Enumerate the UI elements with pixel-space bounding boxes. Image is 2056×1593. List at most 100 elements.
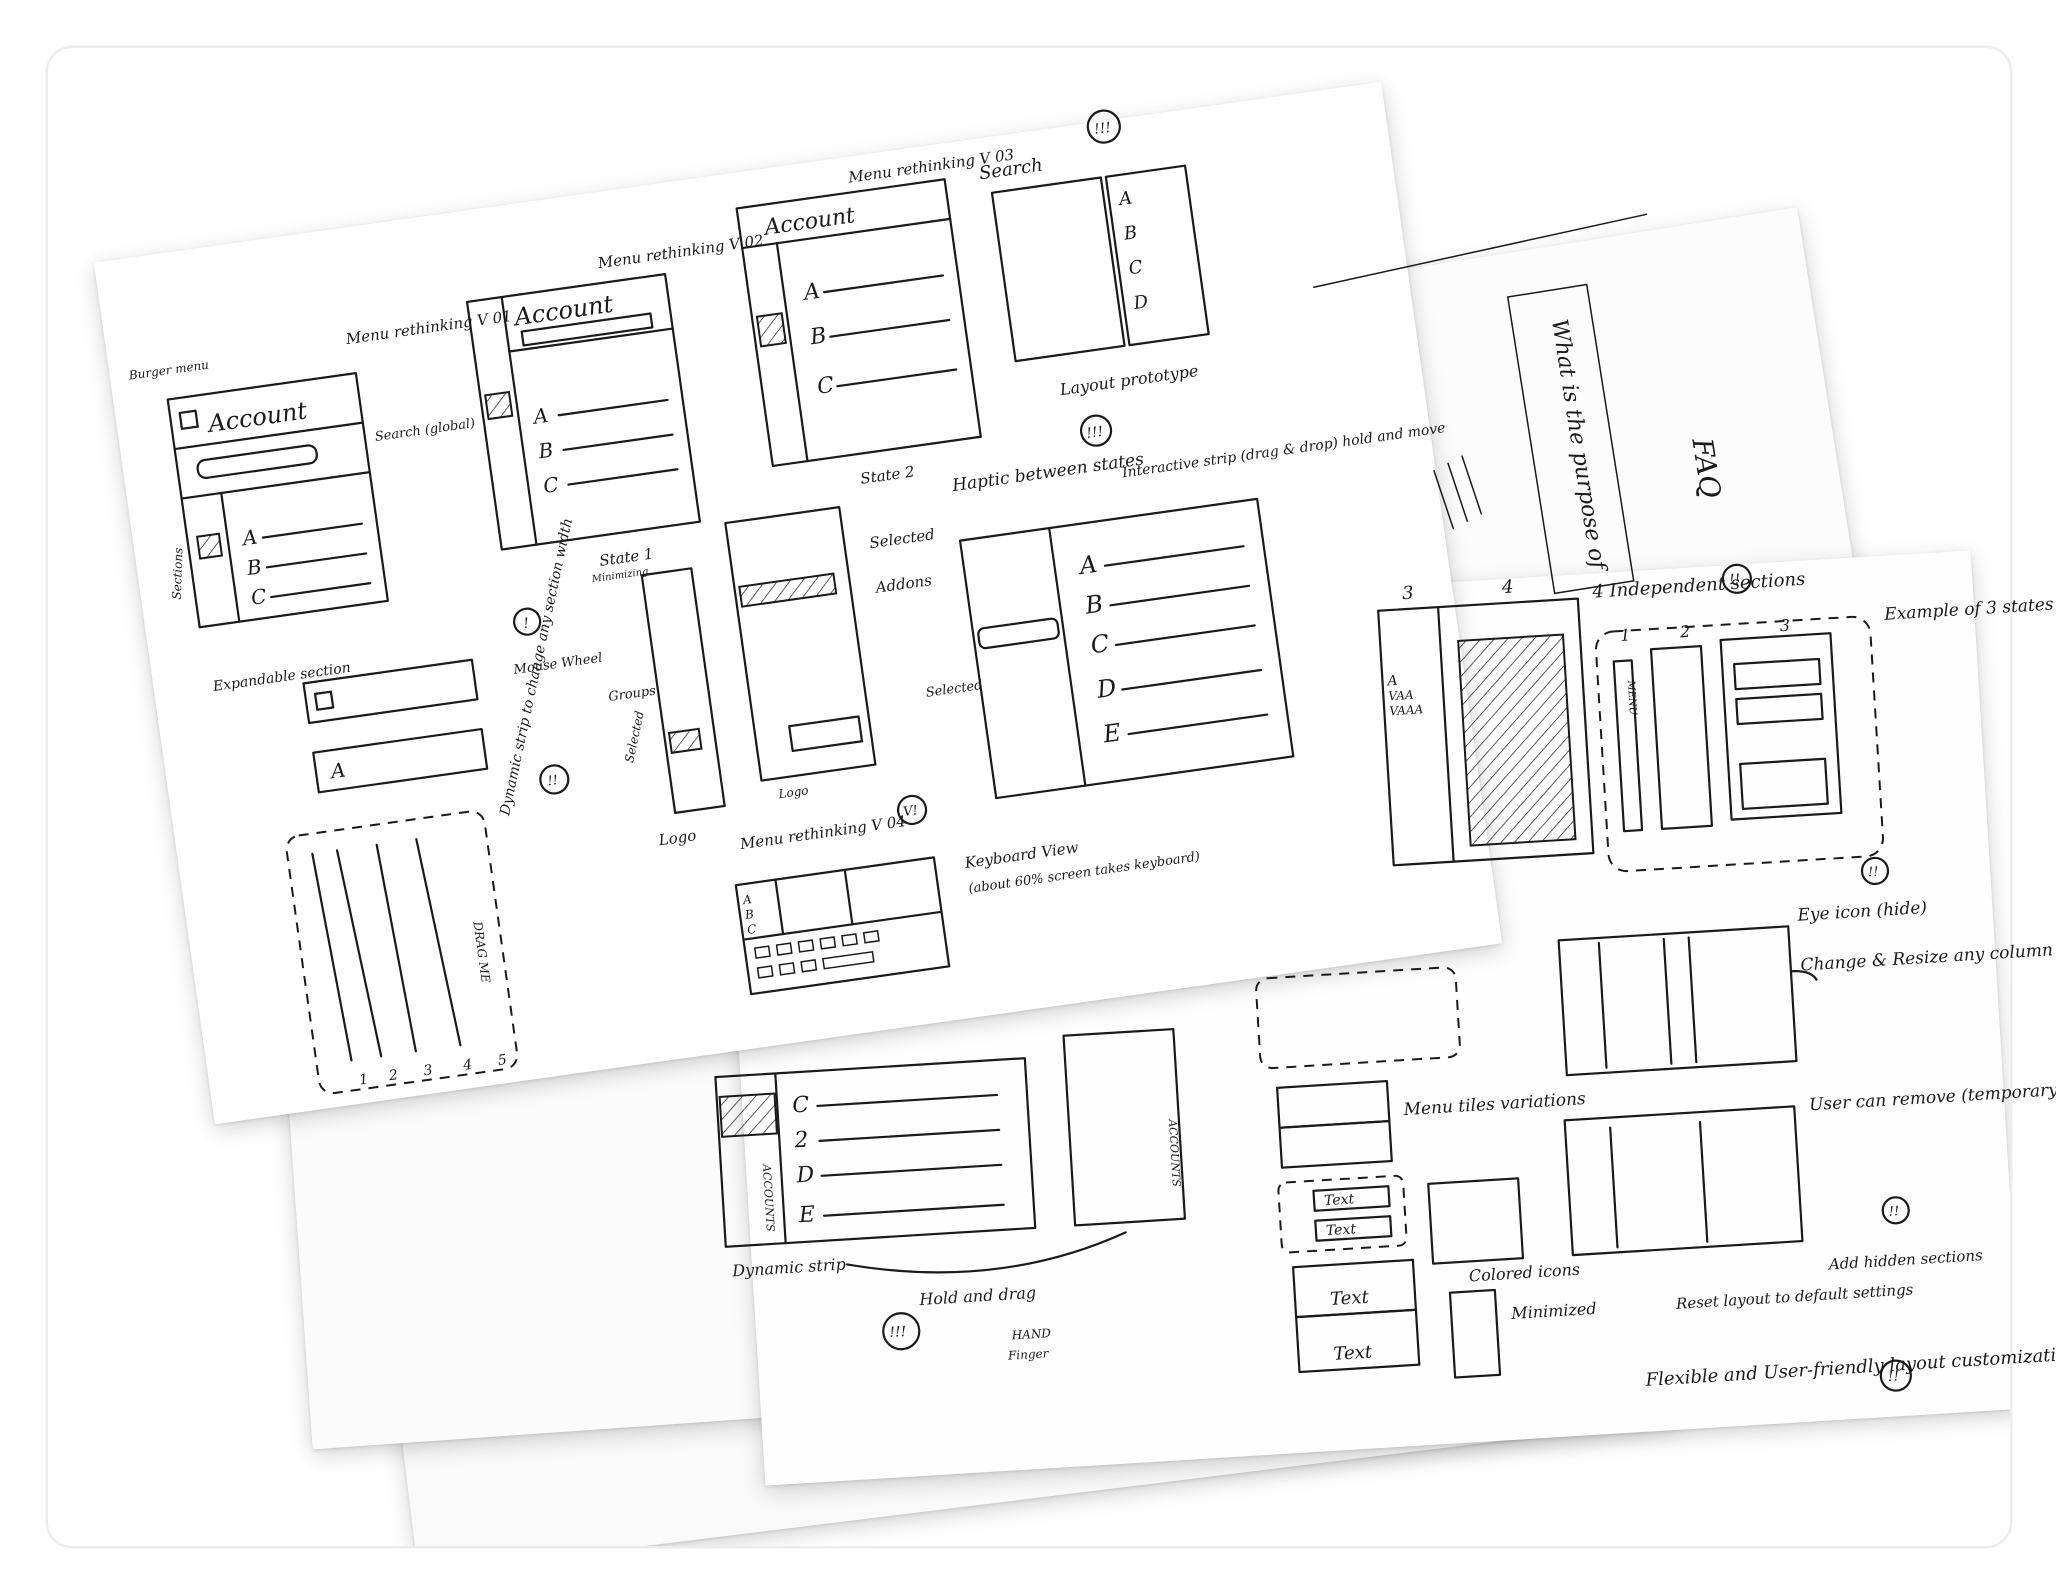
- groups-label: Groups: [607, 683, 657, 705]
- minimized-label: Minimized: [1510, 1299, 1597, 1323]
- row-letter: B: [743, 907, 755, 922]
- side-letter: A: [1385, 673, 1398, 690]
- independent-label: 4 Independent sections: [1591, 569, 1806, 603]
- row-letter: C: [542, 472, 561, 498]
- col-number: 2: [1678, 622, 1690, 642]
- add-hidden-label: Add hidden sections: [1826, 1246, 1983, 1274]
- tiles-label: Menu tiles variations: [1402, 1089, 1586, 1120]
- logo-label: Logo: [777, 783, 810, 801]
- v02-sketch: Menu rethinking V 02 Account A B C: [465, 231, 765, 551]
- badge: V!: [902, 803, 919, 820]
- col-number: 4: [1500, 576, 1514, 598]
- haptic-title: Haptic between states: [950, 449, 1145, 496]
- dynamic-strip-label: Dynamic strip: [731, 1255, 847, 1281]
- keyboard-sketch: A B C Keyboard View (about 60% screen ta…: [734, 838, 1201, 996]
- badge: !!!: [1085, 424, 1104, 442]
- reset-label: Reset layout to default settings: [1674, 1280, 1914, 1313]
- row-letter: B: [1082, 590, 1104, 620]
- addons-label: Addons: [873, 571, 934, 597]
- row-letter: B: [244, 554, 263, 580]
- back-sheet-sketch: What is the purpose of FAQ: [1313, 213, 1727, 595]
- independent-sections-sketch: 3 4 A VAA VAAA 4 Independent sections !!: [1377, 563, 1806, 867]
- side-letter: VAAA: [1389, 702, 1424, 718]
- col-number: 5: [497, 1052, 508, 1069]
- badge: !!: [1888, 1204, 1899, 1220]
- row-letter: D: [1094, 673, 1118, 704]
- col-number: 3: [1402, 583, 1415, 605]
- row-letter: D: [795, 1162, 815, 1188]
- mouse-wheel-label: Mouse Wheel: [512, 651, 604, 678]
- v04-sketch: State 1 Minimizing Groups Selected Logo …: [590, 462, 936, 853]
- badge: !!!: [1093, 120, 1112, 138]
- row-letter: A: [800, 279, 821, 306]
- badge: !!: [547, 773, 559, 789]
- expandable-label: Expandable section: [211, 660, 352, 695]
- lower-accounts-sketch: C 2 D E ACCOUNTS ACCOUNTS Dynamic strip …: [714, 1027, 1187, 1363]
- tile-text: Text: [1329, 1287, 1370, 1310]
- badge: !!: [1728, 572, 1740, 589]
- row-letter: D: [1131, 291, 1150, 314]
- sections-label: Sections: [170, 547, 186, 599]
- hand-label: HAND: [1010, 1326, 1051, 1342]
- row-letter: C: [1127, 257, 1144, 280]
- middle-sheet-sketch: 3 4 A VAA VAAA 4 Independent sections !!…: [714, 563, 2056, 1392]
- row-letter: A: [530, 403, 550, 429]
- selected-label: Selected: [868, 525, 936, 552]
- col-number: 1: [1620, 625, 1631, 645]
- row-letter: C: [249, 584, 268, 610]
- col-number: 1: [358, 1071, 369, 1088]
- row-letter: A: [741, 892, 753, 907]
- selected-label: Selected: [925, 678, 984, 701]
- account-header: Account: [761, 203, 857, 241]
- finger-label: Finger: [1007, 1346, 1050, 1363]
- badge: !!: [1868, 865, 1879, 881]
- remove-label: User can remove (temporary hide) any col…: [1809, 1071, 2056, 1116]
- menu-vertical-label: MENU: [1625, 679, 1638, 716]
- row-letter: B: [536, 437, 555, 463]
- states-example-label: Example of 3 states for 1 section: [1883, 588, 2056, 625]
- row-letter: C: [1089, 629, 1111, 659]
- tile-text: Text: [1324, 1191, 1355, 1209]
- hold-drag-label: Hold and drag: [918, 1283, 1037, 1309]
- row-letter: C: [792, 1092, 810, 1118]
- flexible-label: Flexible and User-friendly layout custom…: [1644, 1343, 2056, 1390]
- row-letter: E: [1100, 718, 1123, 748]
- row-letter: A: [1116, 187, 1134, 210]
- keyboard-title: Keyboard View: [963, 838, 1080, 872]
- accounts-vertical-label: ACCOUNTS: [1166, 1118, 1183, 1188]
- menu-tiles-sketch: Menu tiles variations Text Text Text Tex…: [1255, 966, 2056, 1392]
- col-number: 3: [423, 1062, 434, 1079]
- row-letter: C: [746, 922, 757, 937]
- badge: !!!: [889, 1324, 907, 1341]
- resize-label: Change & Resize any column width: [1800, 937, 2056, 976]
- front-sheet-sketch: Burger menu Menu rethinking V 01 Account…: [127, 109, 1446, 1095]
- search-label: Search (global): [374, 416, 476, 445]
- colored-label: Colored icons: [1468, 1260, 1580, 1286]
- burger-label: Burger menu: [127, 358, 210, 383]
- v02-title: Menu rethinking V 02: [596, 231, 765, 272]
- v04-title: Menu rethinking V 04: [738, 812, 907, 853]
- states-example-sketch: 1 2 3 MENU Example of 3 states for 1 sec…: [1594, 588, 2056, 873]
- badge: !!: [1887, 1368, 1899, 1385]
- v03-sketch: Menu rethinking V 03 !!! Account Search …: [735, 109, 1121, 468]
- side-letter: VAA: [1388, 688, 1414, 704]
- purpose-text: What is the purpose of: [1546, 317, 1611, 574]
- row-letter: B: [1122, 222, 1139, 245]
- photo-frame: [46, 46, 2012, 1548]
- accounts-vertical-label: ACCOUNTS: [760, 1163, 777, 1233]
- row-letter: E: [797, 1202, 816, 1228]
- resize-sketch: Eye icon (hide) !! Change & Resize any c…: [1557, 856, 2056, 1077]
- row-letter: A: [239, 525, 259, 551]
- state2-label: State 2: [859, 462, 915, 487]
- selected-side-label: Selected: [622, 709, 647, 764]
- logo-label: Logo: [657, 826, 698, 849]
- tile-text: Text: [1325, 1221, 1356, 1239]
- row-letter: 2: [793, 1128, 809, 1154]
- col-number: 4: [461, 1057, 473, 1074]
- remove-column-sketch: User can remove (temporary hide) any col…: [1563, 1071, 2056, 1257]
- strip-note: Interactive strip (drag & drop) hold and…: [1120, 420, 1446, 481]
- row-letter: C: [816, 373, 836, 400]
- v01-title: Menu rethinking V 01: [344, 307, 513, 348]
- row-letter: A: [1076, 550, 1099, 580]
